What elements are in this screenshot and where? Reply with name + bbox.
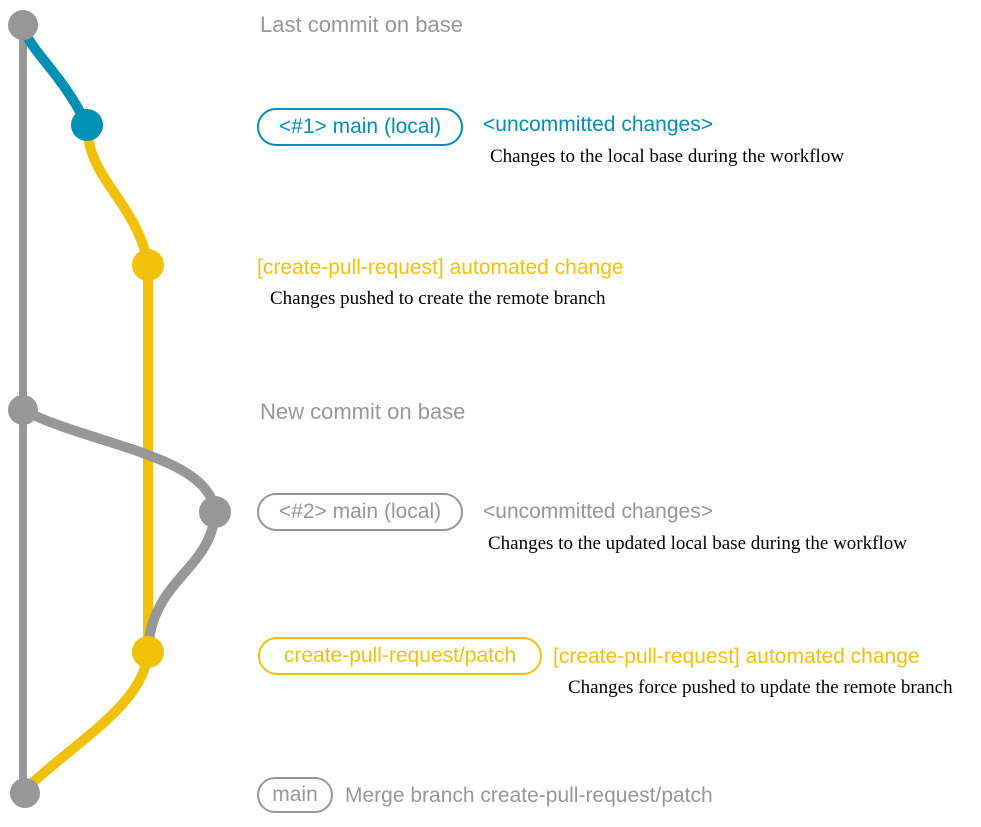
patch-branch-line [82, 120, 153, 657]
commit-description-patch-2: Changes force pushed to update the remot… [568, 677, 953, 698]
branch-label-main: main [257, 777, 333, 813]
commit-description-patch-1: Changes pushed to create the remote bran… [270, 288, 606, 309]
commit-message-last-base: Last commit on base [260, 12, 463, 37]
local-main-1-branch-line [18, 20, 92, 130]
merge-line [20, 647, 153, 795]
branch-label-local-main-1: <#1> main (local) [257, 108, 463, 146]
commit-dot-uncommitted-1 [71, 109, 103, 141]
commit-dot-merge [10, 778, 40, 808]
commit-description-uncommitted-1: Changes to the local base during the wor… [490, 146, 845, 167]
commit-dot-last-base [8, 10, 38, 40]
commit-message-new-base: New commit on base [260, 399, 466, 424]
commit-message-patch-1: [create-pull-request] automated change [257, 256, 624, 279]
commit-dot-patch-1 [132, 249, 164, 281]
commit-dot-patch-2 [132, 636, 164, 668]
git-graph [8, 10, 231, 808]
commit-description-uncommitted-2: Changes to the updated local base during… [488, 533, 907, 554]
force-push-line [143, 507, 220, 657]
commit-dot-uncommitted-2 [199, 496, 231, 528]
commit-message-uncommitted-1: <uncommitted changes> [483, 113, 713, 136]
local-main-2-branch-line [18, 405, 220, 517]
branch-label-patch: create-pull-request/patch [258, 637, 542, 675]
commit-message-uncommitted-2: <uncommitted changes> [483, 500, 713, 523]
branch-label-local-main-2: <#2> main (local) [257, 493, 463, 531]
commit-dot-new-base [8, 395, 38, 425]
commit-message-patch-2: [create-pull-request] automated change [553, 645, 920, 668]
commit-message-merge: Merge branch create-pull-request/patch [345, 784, 713, 807]
